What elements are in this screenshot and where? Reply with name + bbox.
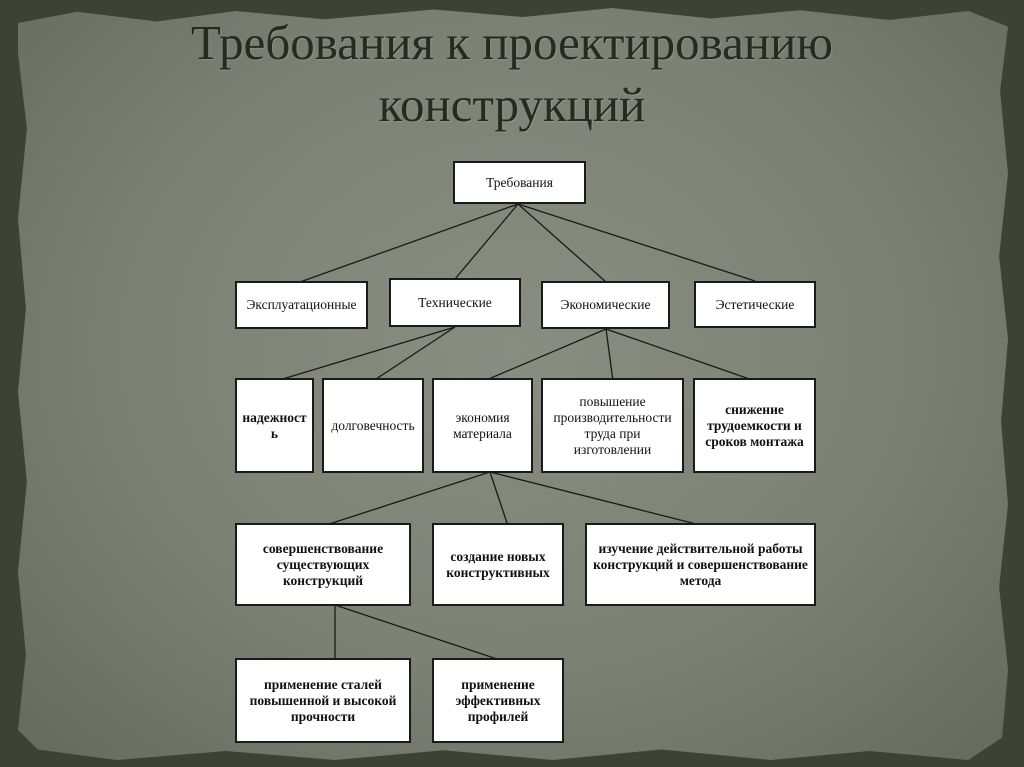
title-line-1: Требования к проектированию bbox=[191, 15, 833, 70]
node-economic-label: Экономические bbox=[560, 297, 651, 312]
node-improvement-label: совершенствование существующих конструкц… bbox=[262, 540, 384, 588]
node-durability-label: долговечность bbox=[331, 417, 415, 433]
node-productivity: повышение производительности труда при и… bbox=[541, 378, 684, 473]
node-profiles: применение эффективных профилей bbox=[432, 658, 564, 743]
link-root-technical bbox=[454, 203, 519, 280]
node-new-designs-label: создание новых конструктивных bbox=[446, 548, 550, 580]
link-root-economic bbox=[517, 203, 607, 283]
node-labor-reduction: снижение трудоемкости и сроков монтажа bbox=[693, 378, 816, 473]
node-steels: применение сталей повышенной и высокой п… bbox=[235, 658, 411, 743]
node-operational: Эксплуатационные bbox=[235, 281, 368, 329]
node-study: изучение действительной работы конструкц… bbox=[585, 523, 816, 606]
node-profiles-label: применение эффективных профилей bbox=[455, 676, 541, 724]
node-study-label: изучение действительной работы конструкц… bbox=[593, 540, 808, 588]
node-aesthetic: Эстетические bbox=[694, 281, 816, 328]
node-reliability-label: надежность bbox=[242, 409, 307, 441]
link-improvement-profiles bbox=[334, 604, 501, 661]
link-material-improvement bbox=[322, 471, 491, 527]
link-economic-material bbox=[483, 328, 607, 382]
node-requirements-label: Требования bbox=[486, 174, 553, 190]
node-material-economy-label: экономия материала bbox=[453, 409, 512, 441]
node-operational-label: Эксплуатационные bbox=[246, 297, 357, 312]
link-technical-reliability bbox=[275, 326, 456, 382]
link-root-aesthetic bbox=[517, 203, 756, 282]
link-economic-productivity bbox=[605, 328, 614, 382]
link-root-operational bbox=[299, 203, 519, 283]
node-labor-reduction-label: снижение трудоемкости и сроков монтажа bbox=[705, 401, 804, 449]
node-steels-label: применение сталей повышенной и высокой п… bbox=[249, 676, 397, 724]
node-new-designs: создание новых конструктивных bbox=[432, 523, 564, 606]
link-material-study bbox=[489, 471, 705, 527]
link-economic-labor bbox=[605, 328, 756, 382]
node-technical-label: Технические bbox=[418, 294, 492, 310]
node-reliability: надежность bbox=[235, 378, 314, 473]
node-requirements: Требования bbox=[453, 161, 586, 204]
node-durability: долговечность bbox=[322, 378, 424, 473]
node-aesthetic-label: Эстетические bbox=[715, 296, 795, 312]
node-technical: Технические bbox=[389, 278, 521, 327]
node-productivity-label: повышение производительности труда при и… bbox=[553, 393, 672, 457]
title-line-2: конструкций bbox=[378, 77, 646, 132]
link-material-new bbox=[489, 471, 509, 527]
link-technical-durability bbox=[372, 326, 456, 382]
slide-title: Требования к проектированию конструкций bbox=[40, 12, 984, 136]
node-improvement: совершенствование существующих конструкц… bbox=[235, 523, 411, 606]
node-material-economy: экономия материала bbox=[432, 378, 533, 473]
node-economic: Экономические bbox=[541, 281, 670, 329]
